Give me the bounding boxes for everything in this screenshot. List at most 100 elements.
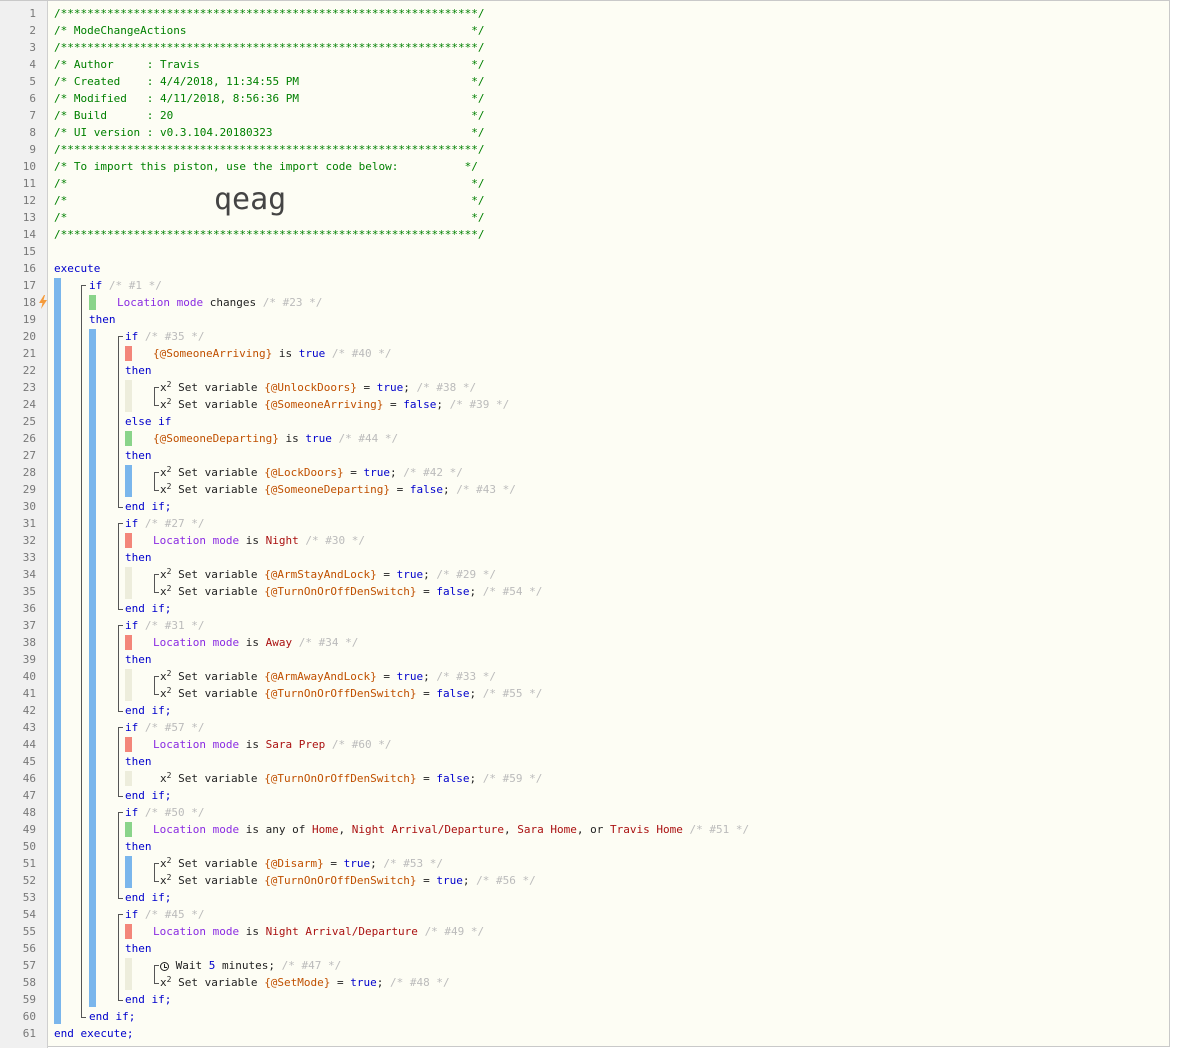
code-token: else if [125,415,172,428]
code-token: 2 [166,584,172,593]
code-token: /* #48 */ [390,976,450,989]
line-number: 1 [29,7,36,20]
line-number: 35 [22,585,36,598]
code-line: if /* #45 */ [125,906,204,923]
code-token: /* #59 */ [482,772,543,785]
code-token: if [125,517,139,530]
code-token: ; [436,398,444,411]
action-bracket-top [154,574,159,584]
code-token: is [245,534,259,547]
nested-if-bracket [118,336,123,508]
line-number: 31 [22,517,36,530]
line-number: 55 [22,925,36,938]
line-number: 2 [29,24,36,37]
code-token: {@TurnOnOrOffDenSwitch} [264,687,417,700]
code-line: end if; [125,498,171,515]
code-token: /* #38 */ [416,381,477,394]
code-line: x2 Set variable {@ArmStayAndLock} = true… [160,566,496,583]
code-token: end if; [125,993,172,1006]
line-number: 33 [22,551,36,564]
action-bracket-top [154,472,159,482]
code-line: end if; [89,1008,135,1025]
code-token: end if; [125,789,172,802]
code-line: if /* #31 */ [125,617,204,634]
line-number: 5 [29,75,36,88]
code-token: {@SomeoneDeparting} [153,432,279,445]
code-token: minutes; [222,959,275,972]
code-token: is any of [245,823,306,836]
code-line: Location mode is any of Home, Night Arri… [153,821,749,838]
code-line: then [125,651,152,668]
action-group-bar [125,856,132,888]
code-token: = [330,857,338,870]
code-token: /* #1 */ [108,279,162,292]
code-token: then [125,449,152,462]
code-token: then [89,313,116,326]
code-token: /* #29 */ [436,568,497,581]
code-line: x2 Set variable {@TurnOnOrOffDenSwitch} … [160,770,542,787]
code-token: end if; [125,704,172,717]
code-token: ; [403,381,410,394]
code-token: x [160,568,167,581]
code-token: end if; [125,500,172,513]
line-number: 16 [22,262,36,275]
code-token: 2 [166,465,172,474]
code-token: if [125,619,139,632]
code-token: x [160,483,167,496]
line-number: 21 [22,347,36,360]
code-token: mode [212,738,240,751]
code-line: else if [125,413,171,430]
code-token: Wait [175,959,203,972]
code-token: mode [212,534,240,547]
code-line: execute [54,260,100,277]
line-number: 56 [22,942,36,955]
line-number: 47 [22,789,36,802]
code-token: if [125,806,139,819]
code-token: /***************************************… [54,143,485,156]
code-line: /* Author : Travis */ [54,56,484,73]
line-number: 23 [22,381,36,394]
code-token: /***************************************… [54,7,485,20]
code-token: then [125,364,152,377]
code-token: false [436,687,470,700]
code-token: /* #51 */ [689,823,750,836]
code-token: /* ModeChangeActions */ [54,24,485,37]
code-token: /* #39 */ [449,398,510,411]
code-token: /* To import this piston, use the import… [54,160,478,173]
code-token: end if; [89,1010,136,1023]
code-token: ; [469,772,477,785]
line-number: 29 [22,483,36,496]
line-number: 61 [22,1027,36,1040]
nested-if-bracket [118,914,123,1001]
code-token: Away [265,636,293,649]
line-number: 28 [22,466,36,479]
if-block-bracket [81,285,86,1018]
code-token: 2 [166,856,172,865]
code-token: mode [176,296,204,309]
code-token: = [383,568,391,581]
line-number: 41 [22,687,36,700]
code-token: true [298,347,326,360]
code-token: ; [390,466,397,479]
line-number: 15 [22,245,36,258]
line-number: 22 [22,364,36,377]
line-number: 54 [22,908,36,921]
line-number: 4 [29,58,36,71]
code-line: Location mode is Night /* #30 */ [153,532,365,549]
code-token: /* #42 */ [403,466,463,479]
code-token: end if; [125,891,172,904]
code-line: x2 Set variable {@TurnOnOrOffDenSwitch} … [160,872,536,889]
code-token: 2 [166,567,172,576]
line-number: 10 [22,160,36,173]
action-group-bar [125,771,132,786]
line-number: 50 [22,840,36,853]
code-token: /* #31 */ [144,619,205,632]
code-token: then [125,653,152,666]
code-token: Location [153,534,206,547]
code-token: /* #56 */ [476,874,536,887]
code-token: x [160,976,167,989]
code-line: then [125,447,152,464]
code-token: , [576,823,584,836]
code-token: {@LockDoors} [264,466,344,479]
